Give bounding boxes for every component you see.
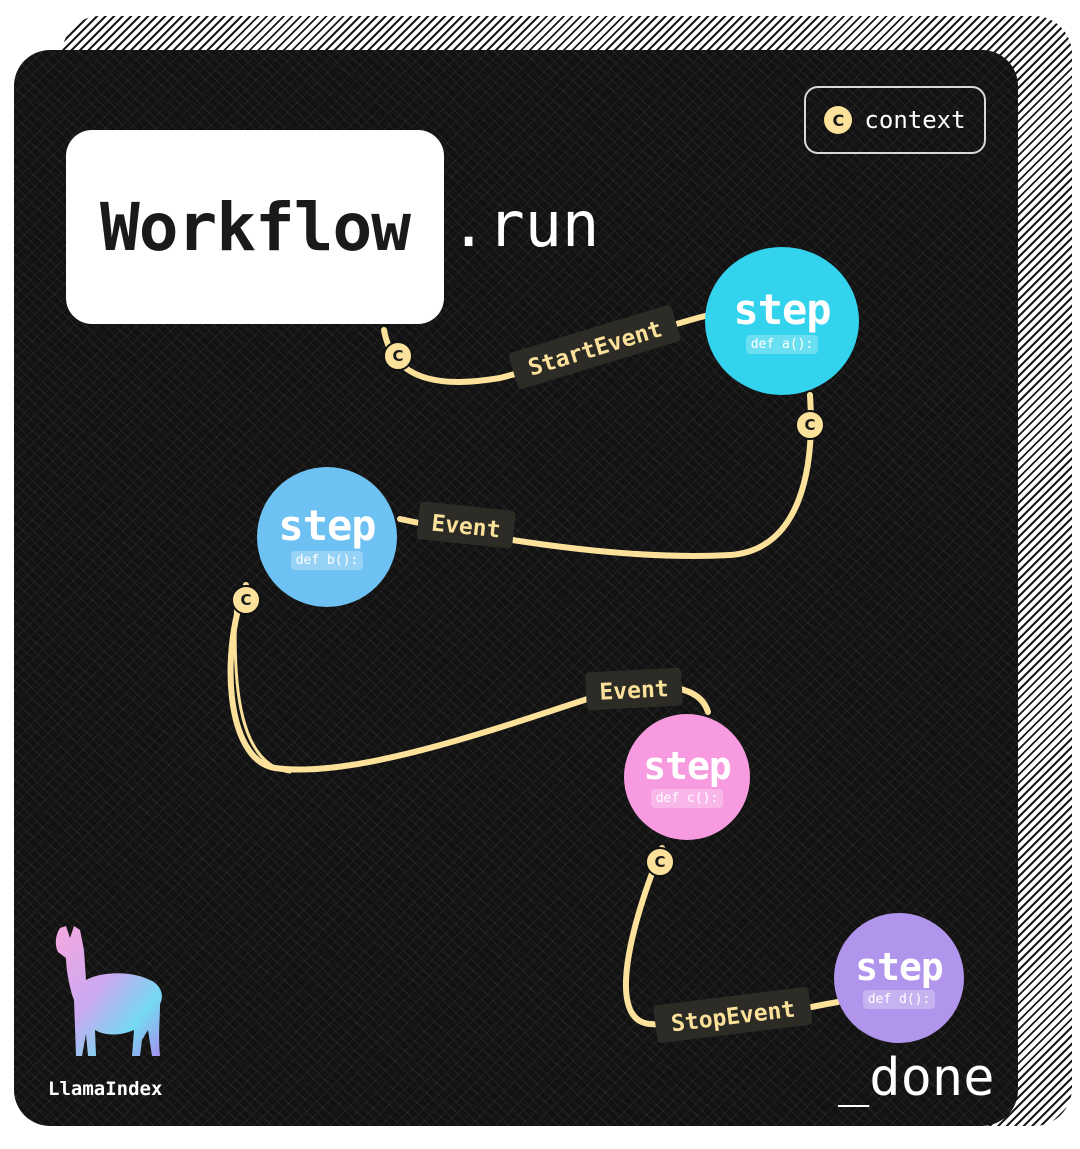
edge-label-stopevent: StopEvent [653, 987, 813, 1043]
svg-text:C: C [240, 591, 251, 609]
svg-text:C: C [654, 853, 665, 871]
edge-label-event-2: Event [585, 667, 683, 711]
step-word: step [733, 284, 831, 334]
step-def: def b(): [290, 550, 364, 570]
svg-text:C: C [392, 347, 403, 365]
legend-context: C context [804, 86, 986, 154]
edge-label-event-1: Event [416, 501, 516, 549]
context-chip-workflow: C [383, 341, 413, 371]
done-label: _done [838, 1048, 995, 1108]
edge-b-c-double [233, 598, 292, 774]
svg-text:Event: Event [599, 676, 670, 706]
llama-logo-icon [55, 926, 162, 1056]
step-word: step [855, 944, 944, 989]
legend-label: context [864, 106, 966, 134]
context-chip-a: C [795, 410, 825, 440]
step-def: def c(): [650, 788, 724, 808]
context-chip-icon: C [824, 106, 853, 134]
step-node-b: step def b(): [257, 467, 397, 607]
run-suffix: .run [450, 188, 600, 261]
step-word: step [278, 500, 376, 550]
step-node-d: step def d(): [834, 913, 964, 1043]
edge-label-startevent: StartEvent [508, 305, 681, 390]
step-def: def a(): [745, 334, 819, 354]
workflow-title-box: Workflow [66, 130, 444, 324]
context-chip-b: C [231, 585, 261, 615]
brand-name: LlamaIndex [48, 1078, 163, 1100]
workflow-title: Workflow [100, 188, 411, 266]
step-word: step [643, 743, 732, 788]
context-chip-c: C [645, 847, 675, 877]
step-node-c: step def c(): [624, 714, 750, 840]
step-def: def d(): [862, 989, 936, 1009]
step-node-a: step def a(): [705, 247, 859, 395]
svg-text:C: C [804, 416, 815, 434]
